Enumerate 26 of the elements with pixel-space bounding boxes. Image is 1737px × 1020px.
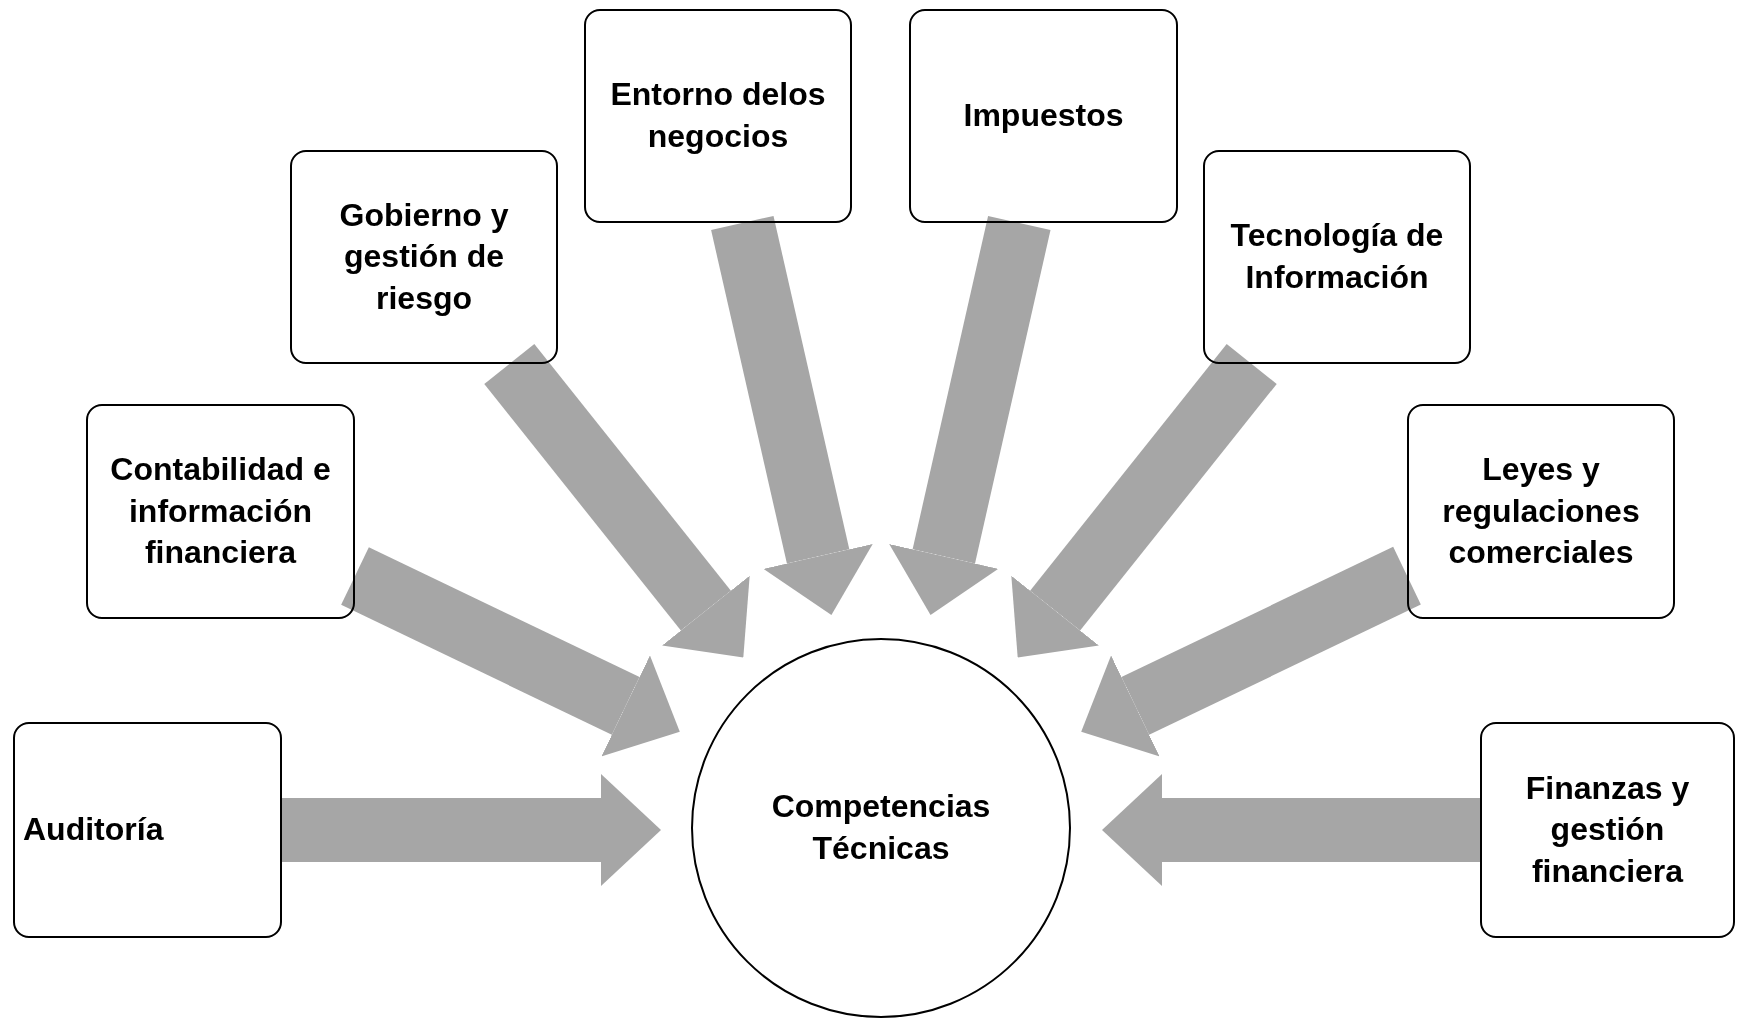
topic-box — [13, 722, 282, 938]
topic-box — [1480, 722, 1735, 938]
box-label: Auditoría — [22, 810, 165, 850]
block-arrow — [341, 547, 680, 757]
box-label: Finanzas y gestión financiera — [1524, 768, 1691, 891]
box-label: Impuestos — [962, 96, 1125, 136]
topic-box — [1203, 150, 1471, 364]
topic-box — [584, 9, 852, 223]
block-arrow — [711, 215, 873, 615]
box-label: Competencias Técnicas — [770, 787, 992, 868]
block-arrow — [1081, 546, 1421, 757]
block-arrow — [1102, 774, 1480, 886]
box-label: Entorno delos negocios — [609, 75, 827, 156]
block-arrow — [1011, 344, 1277, 658]
block-arrow — [484, 344, 750, 658]
topic-circle — [691, 638, 1071, 1018]
box-label: Contabilidad e información financiera — [109, 450, 332, 573]
box-label: Tecnología de Información — [1229, 216, 1445, 297]
box-label: Gobierno y gestión de riesgo — [338, 195, 510, 318]
topic-box — [290, 150, 558, 364]
topic-box — [1407, 404, 1675, 619]
block-arrow — [889, 215, 1051, 615]
topic-box — [86, 404, 355, 619]
block-arrow — [282, 774, 661, 886]
topic-box — [909, 9, 1178, 223]
box-label: Leyes y regulaciones comerciales — [1441, 450, 1641, 573]
